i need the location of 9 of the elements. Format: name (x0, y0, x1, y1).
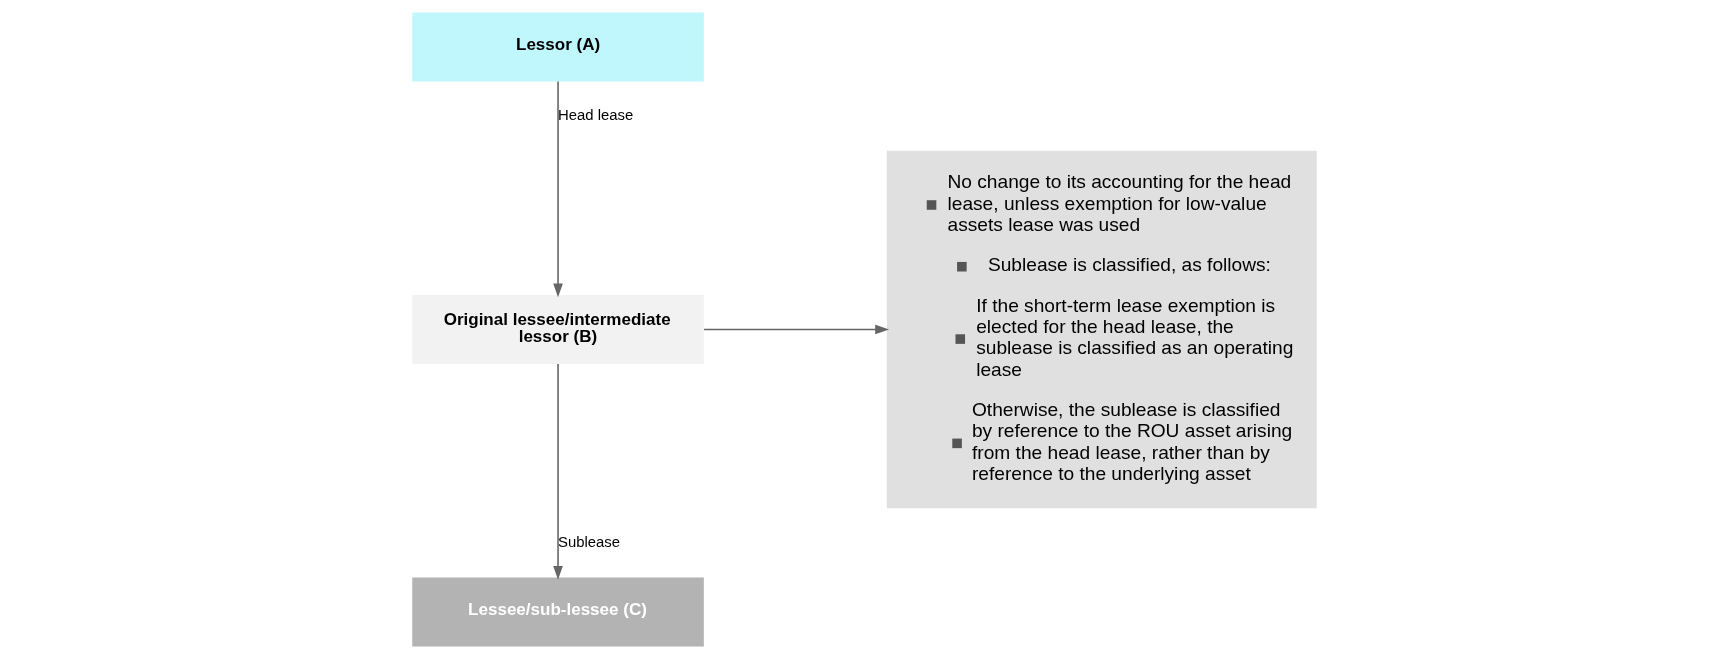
arrow (552, 363, 563, 580)
edge-label: Sublease (557, 533, 620, 550)
edge-label: Head lease (557, 107, 633, 124)
arrow (552, 80, 563, 298)
node-box: Original lessee/intermediate lessor (B) (411, 294, 704, 365)
node-box: No change to its accounting for the head lease, unless exemption for low-value assets lease was used Sublease is classified, as follows: If the short-term lease exemption is elected for the head lease, the sublease is classified as an operating lease Otherwise, the sublease is classified by reference to the ROU asset arising from the head lease, rather than by reference to the underlying asset (886, 150, 1317, 509)
node-box: Lessor (A) (411, 12, 704, 82)
node-box: Lessee/sub-lessee (C) (411, 577, 704, 647)
arrow (702, 324, 889, 335)
